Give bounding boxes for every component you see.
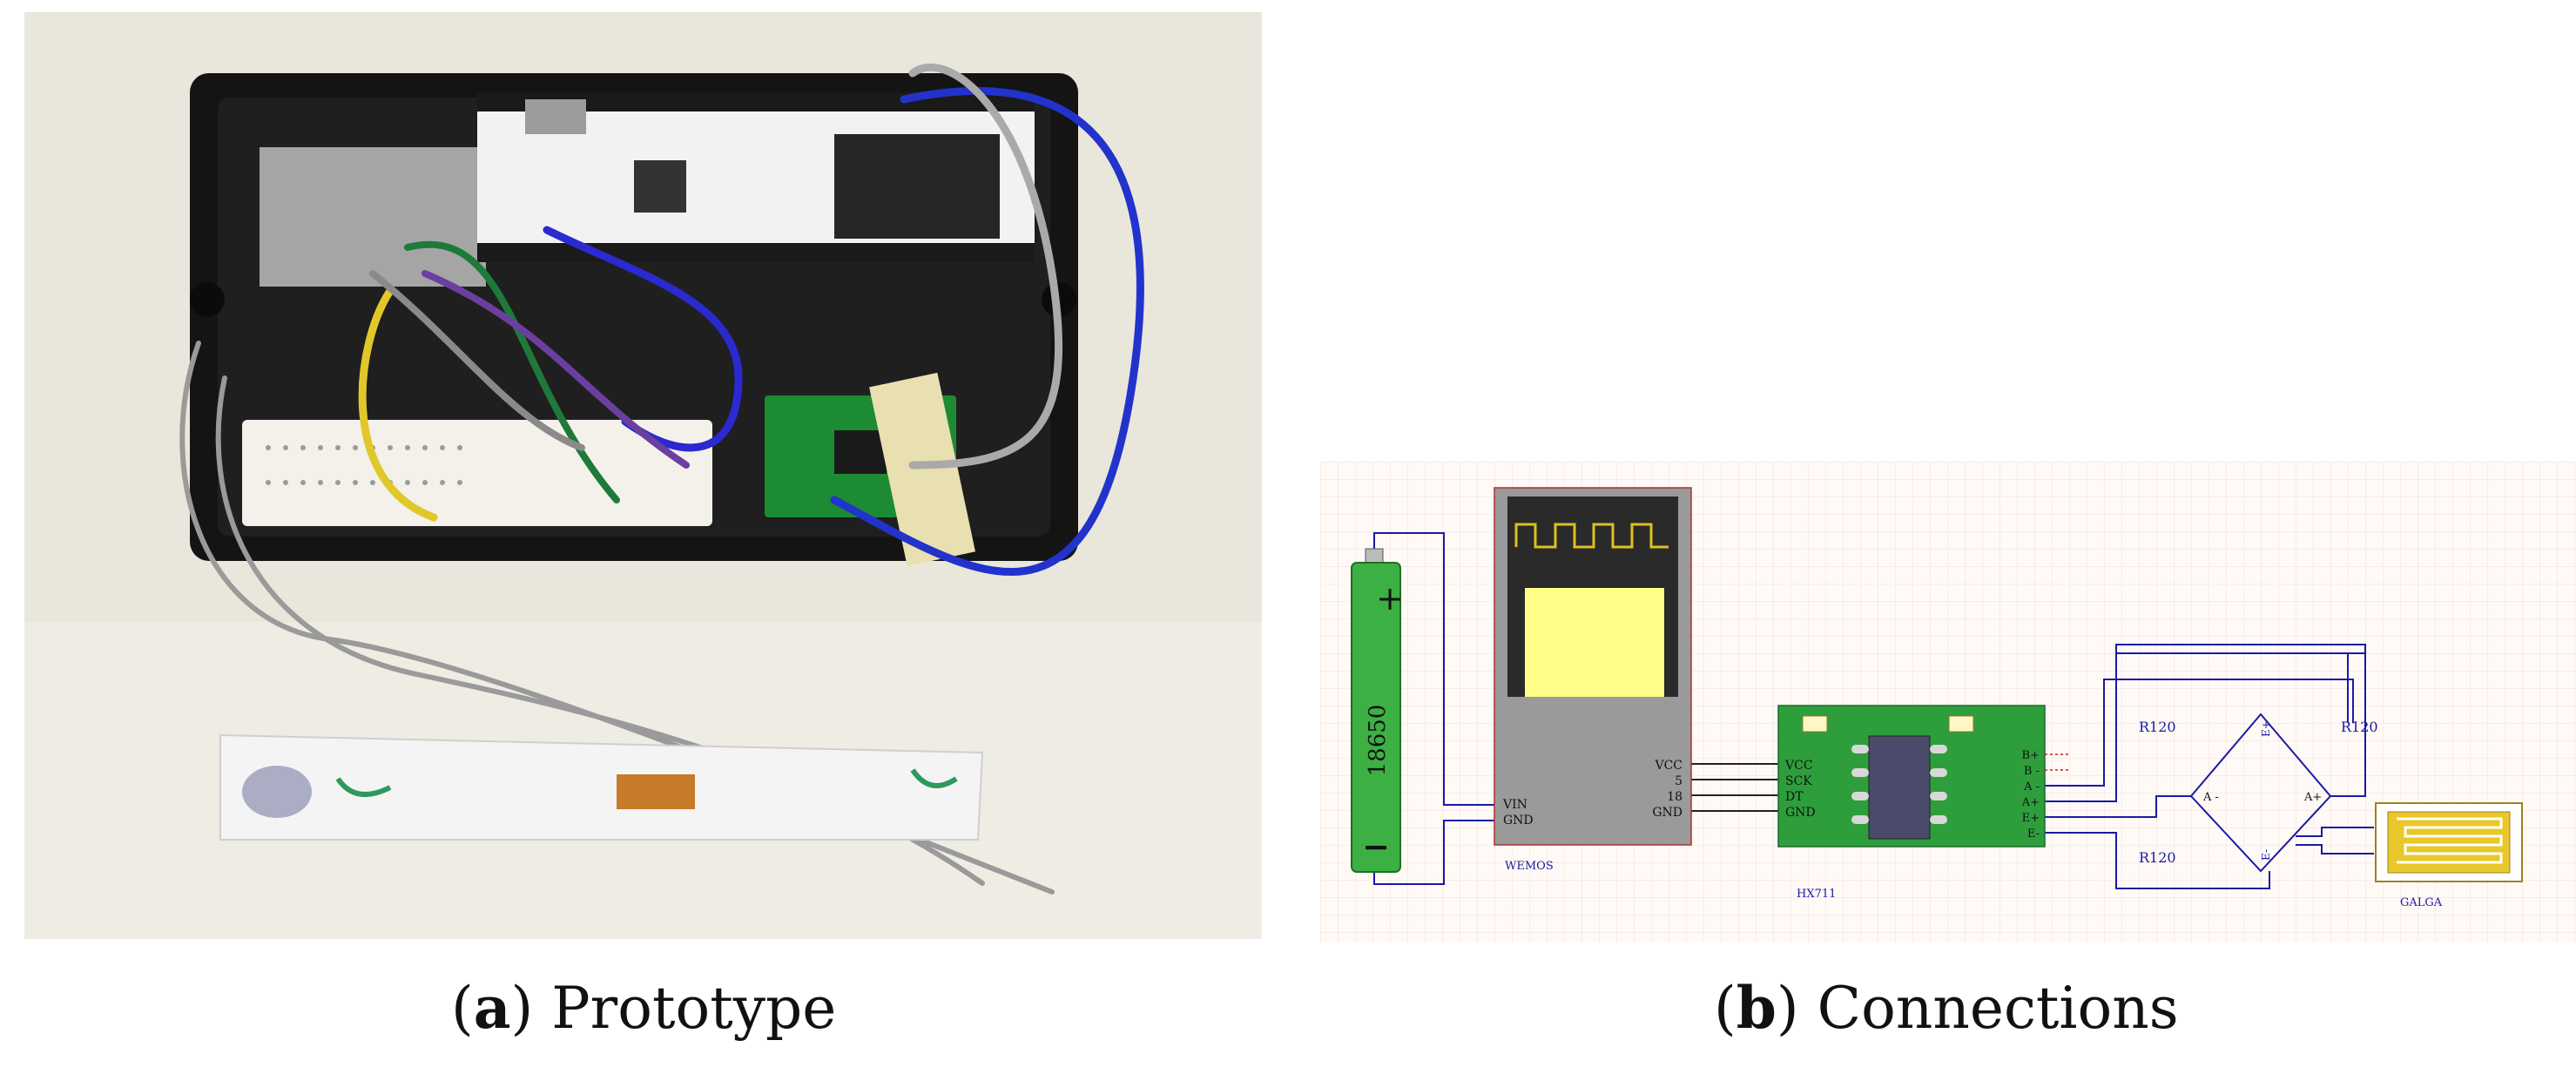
bridge-node-right: A+ [2303,791,2322,804]
wemos-antenna-icon [1514,523,1669,549]
battery-minus-sign: − [1362,827,1390,866]
caption-letter-a: a [473,974,511,1042]
strain-gauge-grid-icon [2397,817,2503,864]
wemos-module: VCC 5 18 GND VIN GND WEMOS [1494,487,1692,873]
strain-gauge-specimen-photo [219,733,984,841]
wemos-pin-5: 5 [1675,774,1682,788]
wemos-screen [1525,588,1664,697]
hx711-chip [1868,735,1931,840]
battery-18650: + 18650 − [1351,548,1404,873]
schematic-wires [1373,532,2374,889]
bridge-node-left: A - [2202,791,2219,804]
wheatstone-bridge: R120 R120 R120 E+ E- A - A+ [2139,719,2378,866]
hx711-pin-sck: SCK [1785,774,1812,788]
resistor-label-top-left: R120 [2139,719,2176,735]
caption-text-prototype: Prototype [551,975,837,1042]
hx711-pin-vcc: VCC [1784,759,1813,773]
wemos-pin-18: 18 [1667,790,1682,804]
connections-schematic: + 18650 − VCC 5 18 GND VIN GND WEMOS [1320,462,2576,942]
hx711-pin-gnd: GND [1785,806,1816,820]
wemos-pin-gnd-left: GND [1503,814,1534,827]
resistor-label-top-right: R120 [2341,719,2378,735]
hx711-pin-a-plus: A+ [2021,796,2040,809]
caption-text-connections: Connections [1817,975,2179,1042]
battery-label: 18650 [1365,705,1391,777]
hx711-module: VCC SCK DT GND B+ B - A - A+ E+ E- HX711 [1777,705,2046,901]
wemos-board-photo [477,92,1035,262]
wemos-pin-vcc: VCC [1654,759,1682,773]
wemos-pin-gnd-right: GND [1652,806,1682,820]
hx711-pin-a-minus: A - [2023,780,2040,794]
bridge-node-top: E+ [2260,720,2272,737]
bridge-node-bottom: E- [2260,849,2272,861]
caption-letter-b: b [1736,974,1777,1042]
prototype-photo [24,12,1262,939]
wemos-pin-vin: VIN [1502,798,1527,812]
hx711-name: HX711 [1797,888,1836,901]
schematic-diagram: + 18650 − VCC 5 18 GND VIN GND WEMOS [1320,462,2576,942]
breadboard-photo [242,420,712,526]
hx711-board-photo [765,372,975,566]
strain-gauge-galga: GALGA [2375,802,2523,909]
gauge-name: GALGA [2400,896,2443,909]
hx711-pin-e-minus: E- [2027,827,2040,841]
resistor-label-bottom-left: R120 [2139,849,2176,866]
wemos-name: WEMOS [1505,860,1554,873]
prototype-photo-illustration [24,12,1262,939]
caption-prototype: (a) Prototype [451,974,837,1042]
hx711-pin-e-plus: E+ [2022,812,2040,825]
hx711-pin-b-minus: B - [2024,765,2040,778]
battery-plus-sign: + [1376,579,1404,618]
hx711-pin-b-plus: B+ [2022,749,2040,762]
caption-connections: (b) Connections [1714,974,2179,1042]
hx711-pin-dt: DT [1785,790,1804,804]
